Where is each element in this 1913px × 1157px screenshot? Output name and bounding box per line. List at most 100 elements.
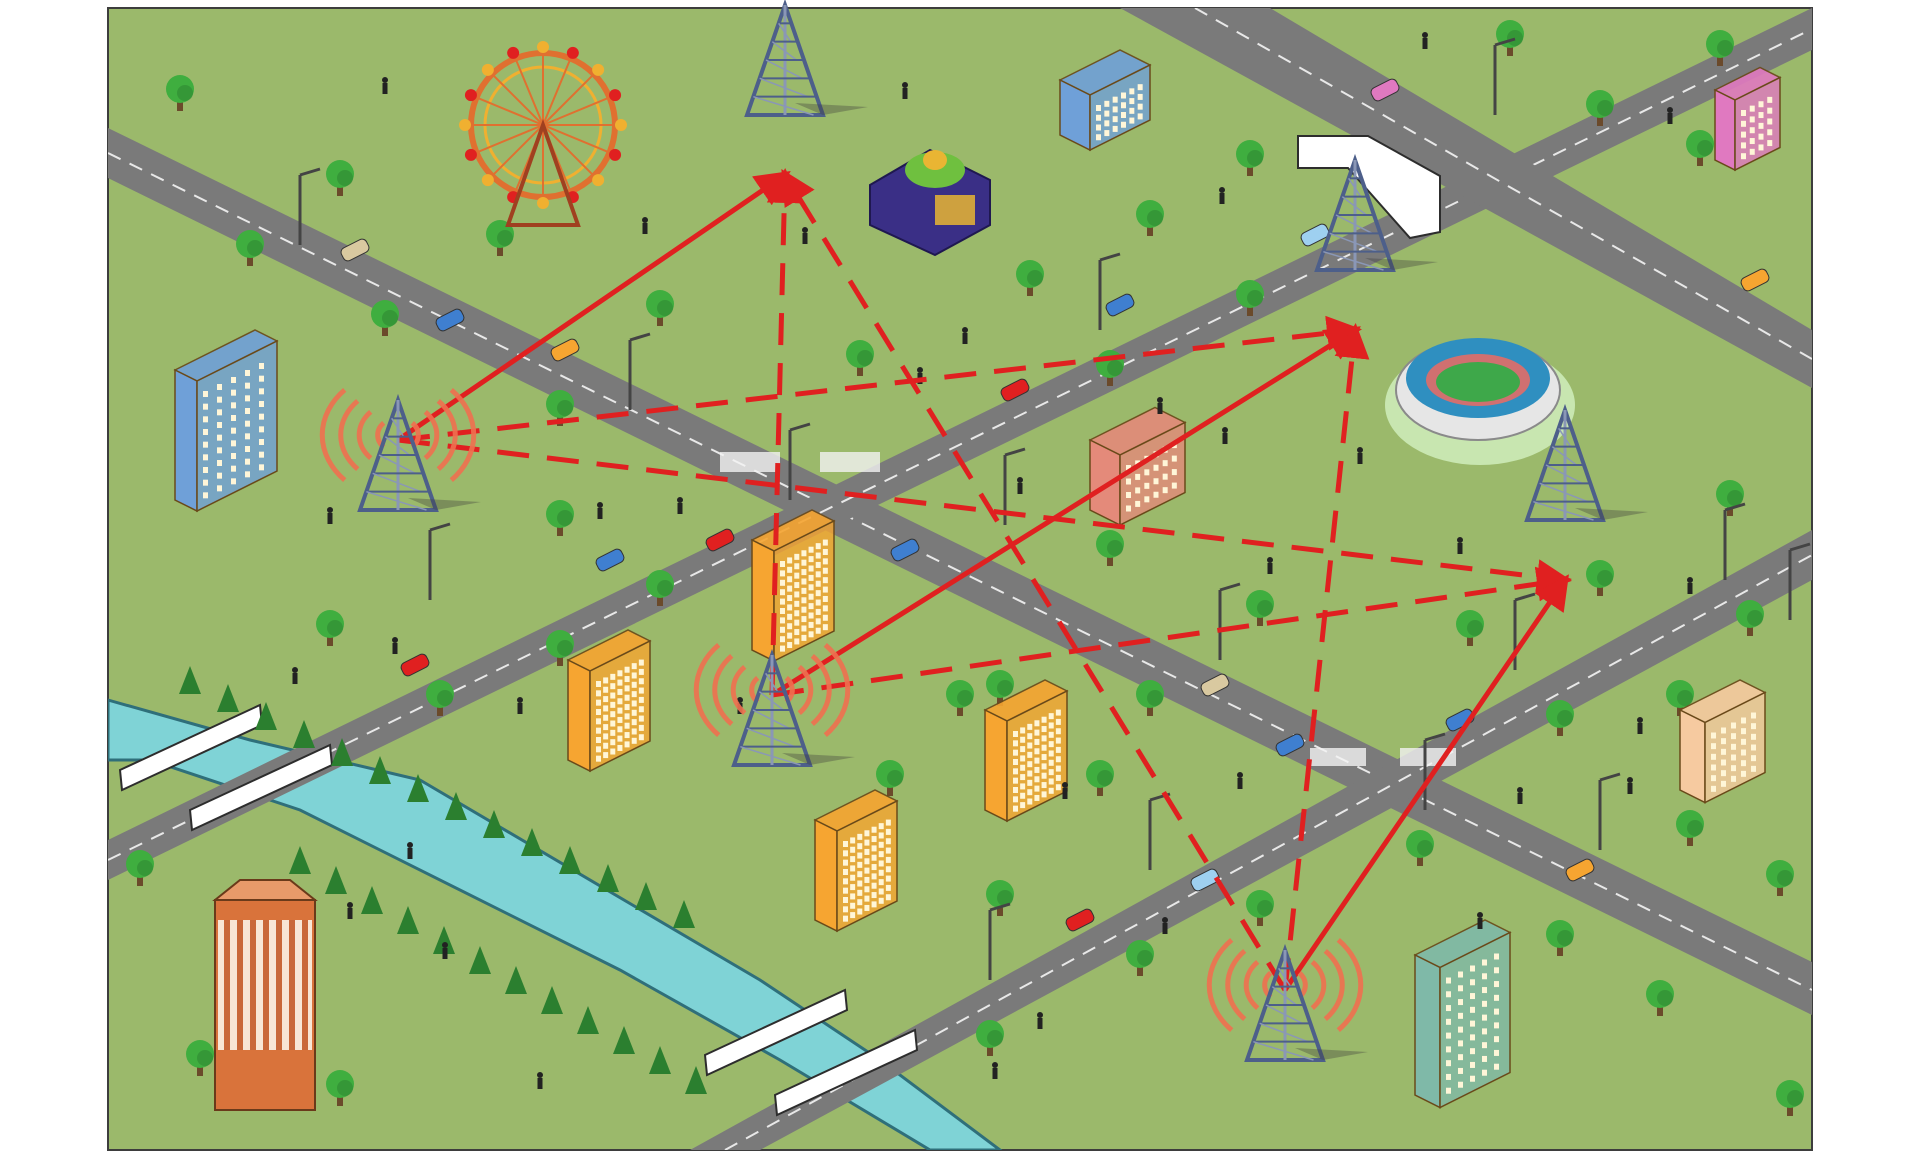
signal-link-tower-center-to-tower-top-right	[770, 326, 1361, 698]
car	[1190, 868, 1220, 892]
street-lamp	[628, 332, 651, 410]
orange-building	[750, 509, 836, 663]
tree	[521, 828, 543, 856]
tree	[1766, 860, 1794, 896]
signal-link-tower-bottom-to-tower-top-center	[781, 169, 1288, 992]
street-lamp	[1218, 582, 1241, 660]
pedestrian	[442, 942, 448, 959]
tree	[483, 810, 505, 838]
pedestrian	[1237, 772, 1243, 789]
tree	[371, 300, 399, 336]
tree	[505, 966, 527, 994]
pedestrian	[1457, 537, 1463, 554]
car	[890, 538, 920, 562]
street-lamp	[428, 522, 451, 600]
pedestrian	[382, 77, 388, 94]
tree	[673, 900, 695, 928]
signal-link-tower-left-to-tower-right	[397, 437, 1572, 595]
pedestrian	[1219, 187, 1225, 204]
ferris-wheel	[459, 41, 627, 227]
blue-building	[1058, 49, 1152, 152]
pedestrian	[1162, 917, 1168, 934]
stadium	[1385, 338, 1575, 465]
green-office-building	[1413, 919, 1512, 1109]
tree	[179, 666, 201, 694]
tree	[1246, 890, 1274, 926]
signal-link-tower-center-to-tower-top-center	[766, 168, 802, 696]
cell-tower-tower-left	[357, 393, 481, 512]
pedestrian	[1637, 717, 1643, 734]
pedestrian	[642, 217, 648, 234]
tree	[646, 570, 674, 606]
tree	[846, 340, 874, 376]
tree	[255, 702, 277, 730]
signal-link-tower-center-to-tower-right	[771, 566, 1572, 698]
pedestrian	[292, 667, 298, 684]
bridge	[118, 135, 1441, 1117]
tree	[541, 986, 563, 1014]
orange-building	[813, 789, 899, 933]
car	[1000, 378, 1030, 402]
tree	[369, 756, 391, 784]
tree	[1456, 610, 1484, 646]
pedestrian	[1667, 107, 1673, 124]
tree	[1246, 590, 1274, 626]
tree	[1546, 920, 1574, 956]
street-lamp	[788, 422, 811, 500]
pedestrian	[537, 1072, 543, 1089]
street-lamp	[1723, 502, 1746, 580]
copper-tower-building	[212, 879, 318, 1111]
tree	[1686, 130, 1714, 166]
car	[435, 308, 465, 332]
street-lamp	[298, 167, 321, 245]
car	[1105, 293, 1135, 317]
tree	[236, 230, 264, 266]
tree	[1136, 200, 1164, 236]
pink-building	[1713, 66, 1782, 172]
office-tower-building	[173, 329, 279, 513]
car	[1200, 673, 1230, 697]
tree	[1666, 680, 1694, 716]
tree	[126, 850, 154, 886]
pedestrian	[802, 227, 808, 244]
tree	[1406, 830, 1434, 866]
tree	[469, 946, 491, 974]
tree	[986, 880, 1014, 916]
pedestrian	[1062, 782, 1068, 799]
tree	[166, 75, 194, 111]
pedestrian	[1357, 447, 1363, 464]
pedestrian	[902, 82, 908, 99]
car	[1300, 223, 1330, 247]
temple	[869, 148, 991, 257]
tree	[1736, 600, 1764, 636]
car	[1740, 268, 1770, 292]
tree	[646, 290, 674, 326]
tree	[546, 500, 574, 536]
tree	[876, 760, 904, 796]
pedestrian	[1477, 912, 1483, 929]
car	[400, 653, 430, 677]
tree	[649, 1046, 671, 1074]
tree	[361, 886, 383, 914]
pedestrian	[1422, 32, 1428, 49]
car	[550, 338, 580, 362]
pedestrian	[347, 902, 353, 919]
car	[1370, 78, 1400, 102]
tree	[1706, 30, 1734, 66]
tree	[546, 390, 574, 426]
tree	[316, 610, 344, 646]
pedestrian	[677, 497, 683, 514]
tree	[1096, 530, 1124, 566]
car	[595, 548, 625, 572]
car	[1565, 858, 1595, 882]
cell-tower-tower-right	[1524, 403, 1648, 522]
tree	[976, 1020, 1004, 1056]
signal-link-tower-bottom-to-tower-top-right	[1282, 323, 1370, 991]
car	[705, 528, 735, 552]
tree	[331, 738, 353, 766]
car	[340, 238, 370, 262]
tree	[1016, 260, 1044, 296]
tree	[986, 670, 1014, 706]
pedestrian	[392, 637, 398, 654]
signal-link-tower-bottom-to-tower-right	[1282, 574, 1569, 992]
